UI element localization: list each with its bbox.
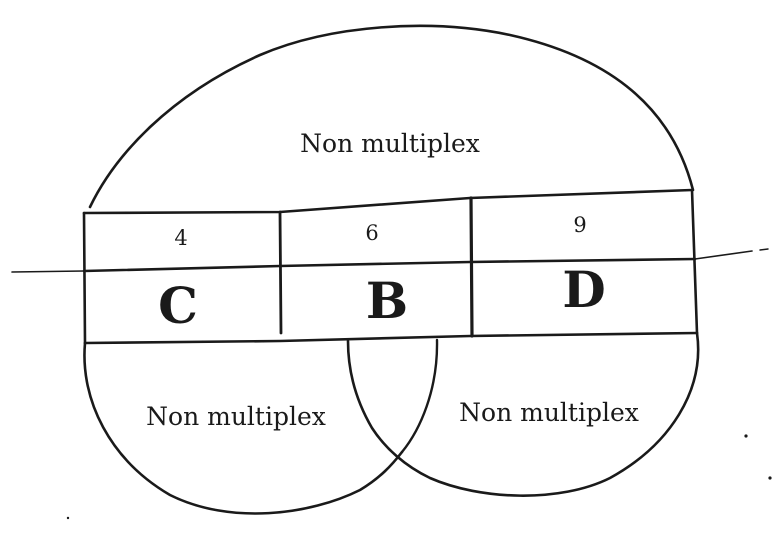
cell-d-letter: D	[562, 260, 605, 319]
speck	[66, 516, 70, 520]
axis-tick-mark	[759, 248, 769, 251]
bottom-right-lobe-outline	[346, 331, 700, 497]
band-middle-edge	[82, 257, 697, 273]
speck	[744, 434, 748, 438]
axis-line	[11, 250, 753, 273]
band-divider-bd	[469, 196, 474, 338]
cell-c-number: 4	[174, 226, 187, 250]
speck	[768, 476, 772, 480]
cell-b-number: 6	[365, 221, 378, 245]
band-bottom-edge	[83, 331, 699, 345]
band-divider-cb	[278, 210, 283, 335]
cell-c-letter: C	[158, 276, 198, 335]
cell-d-number: 9	[573, 213, 586, 237]
band-top-edge	[82, 188, 694, 215]
cell-b-letter: B	[366, 271, 408, 330]
bottom-left-lobe-inner-arc	[400, 338, 439, 454]
bottom-right-region-label: Non multiplex	[459, 398, 639, 427]
top-lobe-outline	[88, 24, 695, 209]
band-right-edge	[690, 188, 699, 335]
band-left-edge	[82, 211, 87, 345]
bottom-left-lobe-outline	[83, 341, 404, 515]
top-region-label: Non multiplex	[300, 129, 480, 158]
bottom-left-region-label: Non multiplex	[146, 402, 326, 431]
